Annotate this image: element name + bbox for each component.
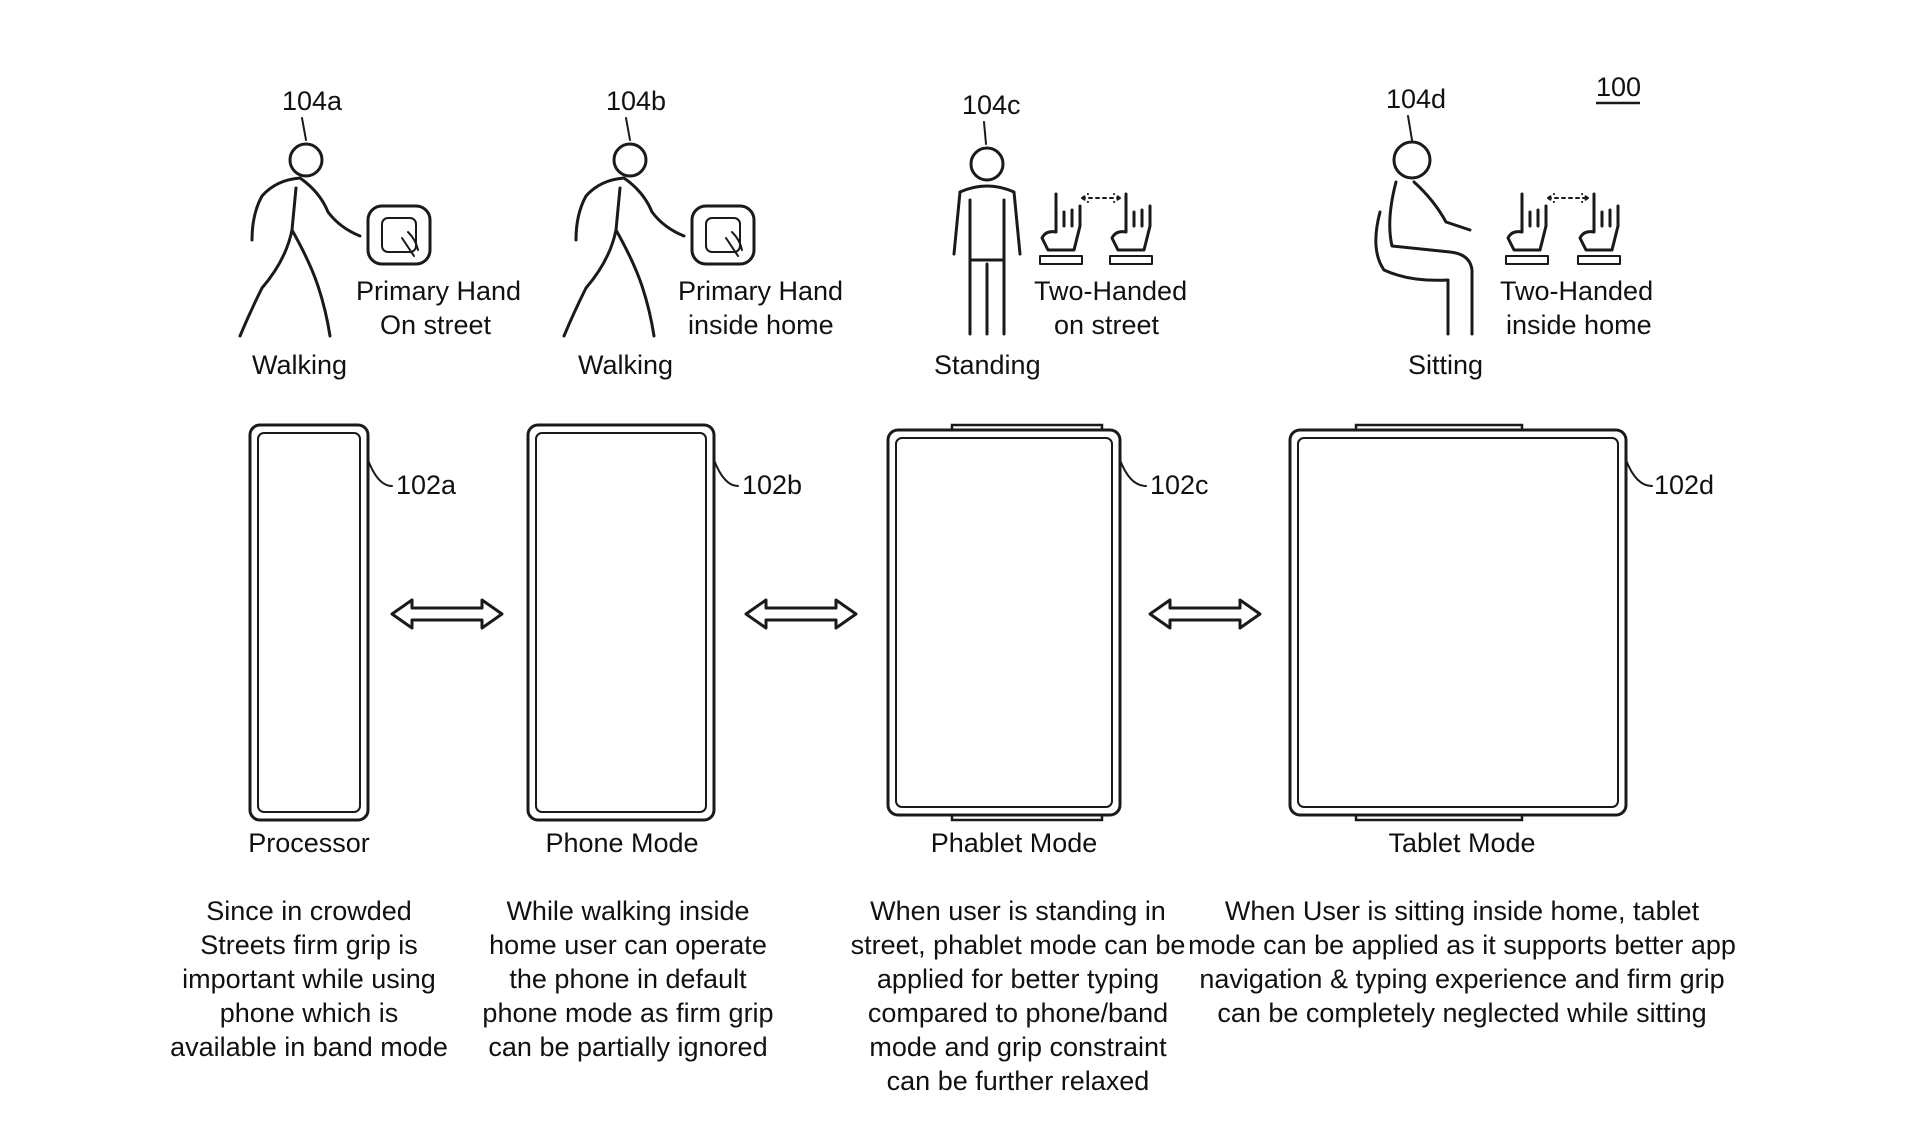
grip-label-line1: Primary Hand	[678, 276, 843, 306]
description-line: phone mode as firm grip	[482, 998, 773, 1028]
two-hands-icon	[1506, 194, 1620, 264]
description-line: can be further relaxed	[887, 1066, 1150, 1096]
device-102d-tablet: 102d	[1290, 425, 1714, 820]
description-line: mode and grip constraint	[869, 1032, 1167, 1062]
user-ref-label: 104a	[282, 86, 343, 116]
phone-in-hand-icon	[692, 206, 754, 264]
description-102a: Since in crowded Streets firm grip is im…	[170, 896, 448, 1062]
leader-line	[984, 122, 986, 144]
grip-label-line2: on street	[1054, 310, 1160, 340]
user-scenario-104d: 104d Two-Handed inside home Sitting	[1376, 84, 1653, 380]
grip-label-line1: Two-Handed	[1500, 276, 1653, 306]
description-line: Streets firm grip is	[200, 930, 418, 960]
description-line: the phone in default	[509, 964, 747, 994]
mode-label: Phablet Mode	[931, 828, 1098, 858]
description-102d: When User is sitting inside home, tablet…	[1188, 896, 1736, 1028]
standing-person-icon	[954, 148, 1020, 334]
mode-label: Tablet Mode	[1388, 828, 1535, 858]
posture-label: Walking	[252, 350, 347, 380]
posture-label: Walking	[578, 350, 673, 380]
double-arrow-icon	[1150, 600, 1260, 628]
user-scenario-104c: 104c Two-Handed on street Standing	[934, 90, 1187, 380]
double-arrow-icon	[746, 600, 856, 628]
description-line: applied for better typing	[877, 964, 1159, 994]
double-arrow-icon	[392, 600, 502, 628]
posture-label: Standing	[934, 350, 1041, 380]
description-line: When user is standing in	[870, 896, 1166, 926]
user-scenario-104a: 104a Primary Hand On street Walking	[240, 86, 521, 380]
leader-line	[302, 118, 306, 140]
description-line: can be partially ignored	[488, 1032, 767, 1062]
device-ref-label: 102b	[742, 470, 802, 500]
device-ref-label: 102c	[1150, 470, 1209, 500]
leader-line	[626, 118, 630, 140]
device-ref-label: 102d	[1654, 470, 1714, 500]
grip-label-line1: Two-Handed	[1034, 276, 1187, 306]
walking-person-icon	[564, 144, 684, 336]
grip-label-line2: inside home	[688, 310, 834, 340]
figure-number: 100	[1596, 72, 1641, 102]
device-ref-label: 102a	[396, 470, 457, 500]
two-hands-icon	[1040, 194, 1152, 264]
mode-label: Phone Mode	[545, 828, 698, 858]
user-scenario-104b: 104b Primary Hand inside home Walking	[564, 86, 843, 380]
grip-label-line2: inside home	[1506, 310, 1652, 340]
description-line: important while using	[182, 964, 436, 994]
description-line: available in band mode	[170, 1032, 448, 1062]
description-line: can be completely neglected while sittin…	[1217, 998, 1706, 1028]
description-line: compared to phone/band	[868, 998, 1168, 1028]
user-ref-label: 104d	[1386, 84, 1446, 114]
user-ref-label: 104c	[962, 90, 1021, 120]
description-line: When User is sitting inside home, tablet	[1225, 896, 1700, 926]
posture-label: Sitting	[1408, 350, 1483, 380]
description-102b: While walking inside home user can opera…	[482, 896, 773, 1062]
description-line: mode can be applied as it supports bette…	[1188, 930, 1736, 960]
description-102c: When user is standing in street, phablet…	[851, 896, 1186, 1096]
grip-label-line1: Primary Hand	[356, 276, 521, 306]
phone-in-hand-icon	[368, 206, 430, 264]
description-line: phone which is	[220, 998, 399, 1028]
description-line: Since in crowded	[206, 896, 412, 926]
description-line: While walking inside	[506, 896, 749, 926]
description-line: home user can operate	[489, 930, 767, 960]
sitting-person-icon	[1376, 142, 1472, 334]
walking-person-icon	[240, 144, 360, 336]
description-line: street, phablet mode can be	[851, 930, 1186, 960]
leader-line	[1408, 116, 1412, 140]
device-102a-band: 102a	[250, 425, 457, 820]
description-line: navigation & typing experience and firm …	[1199, 964, 1724, 994]
mode-label: Processor	[248, 828, 370, 858]
grip-label-line2: On street	[380, 310, 492, 340]
user-ref-label: 104b	[606, 86, 666, 116]
device-102b-phone: 102b	[528, 425, 802, 820]
